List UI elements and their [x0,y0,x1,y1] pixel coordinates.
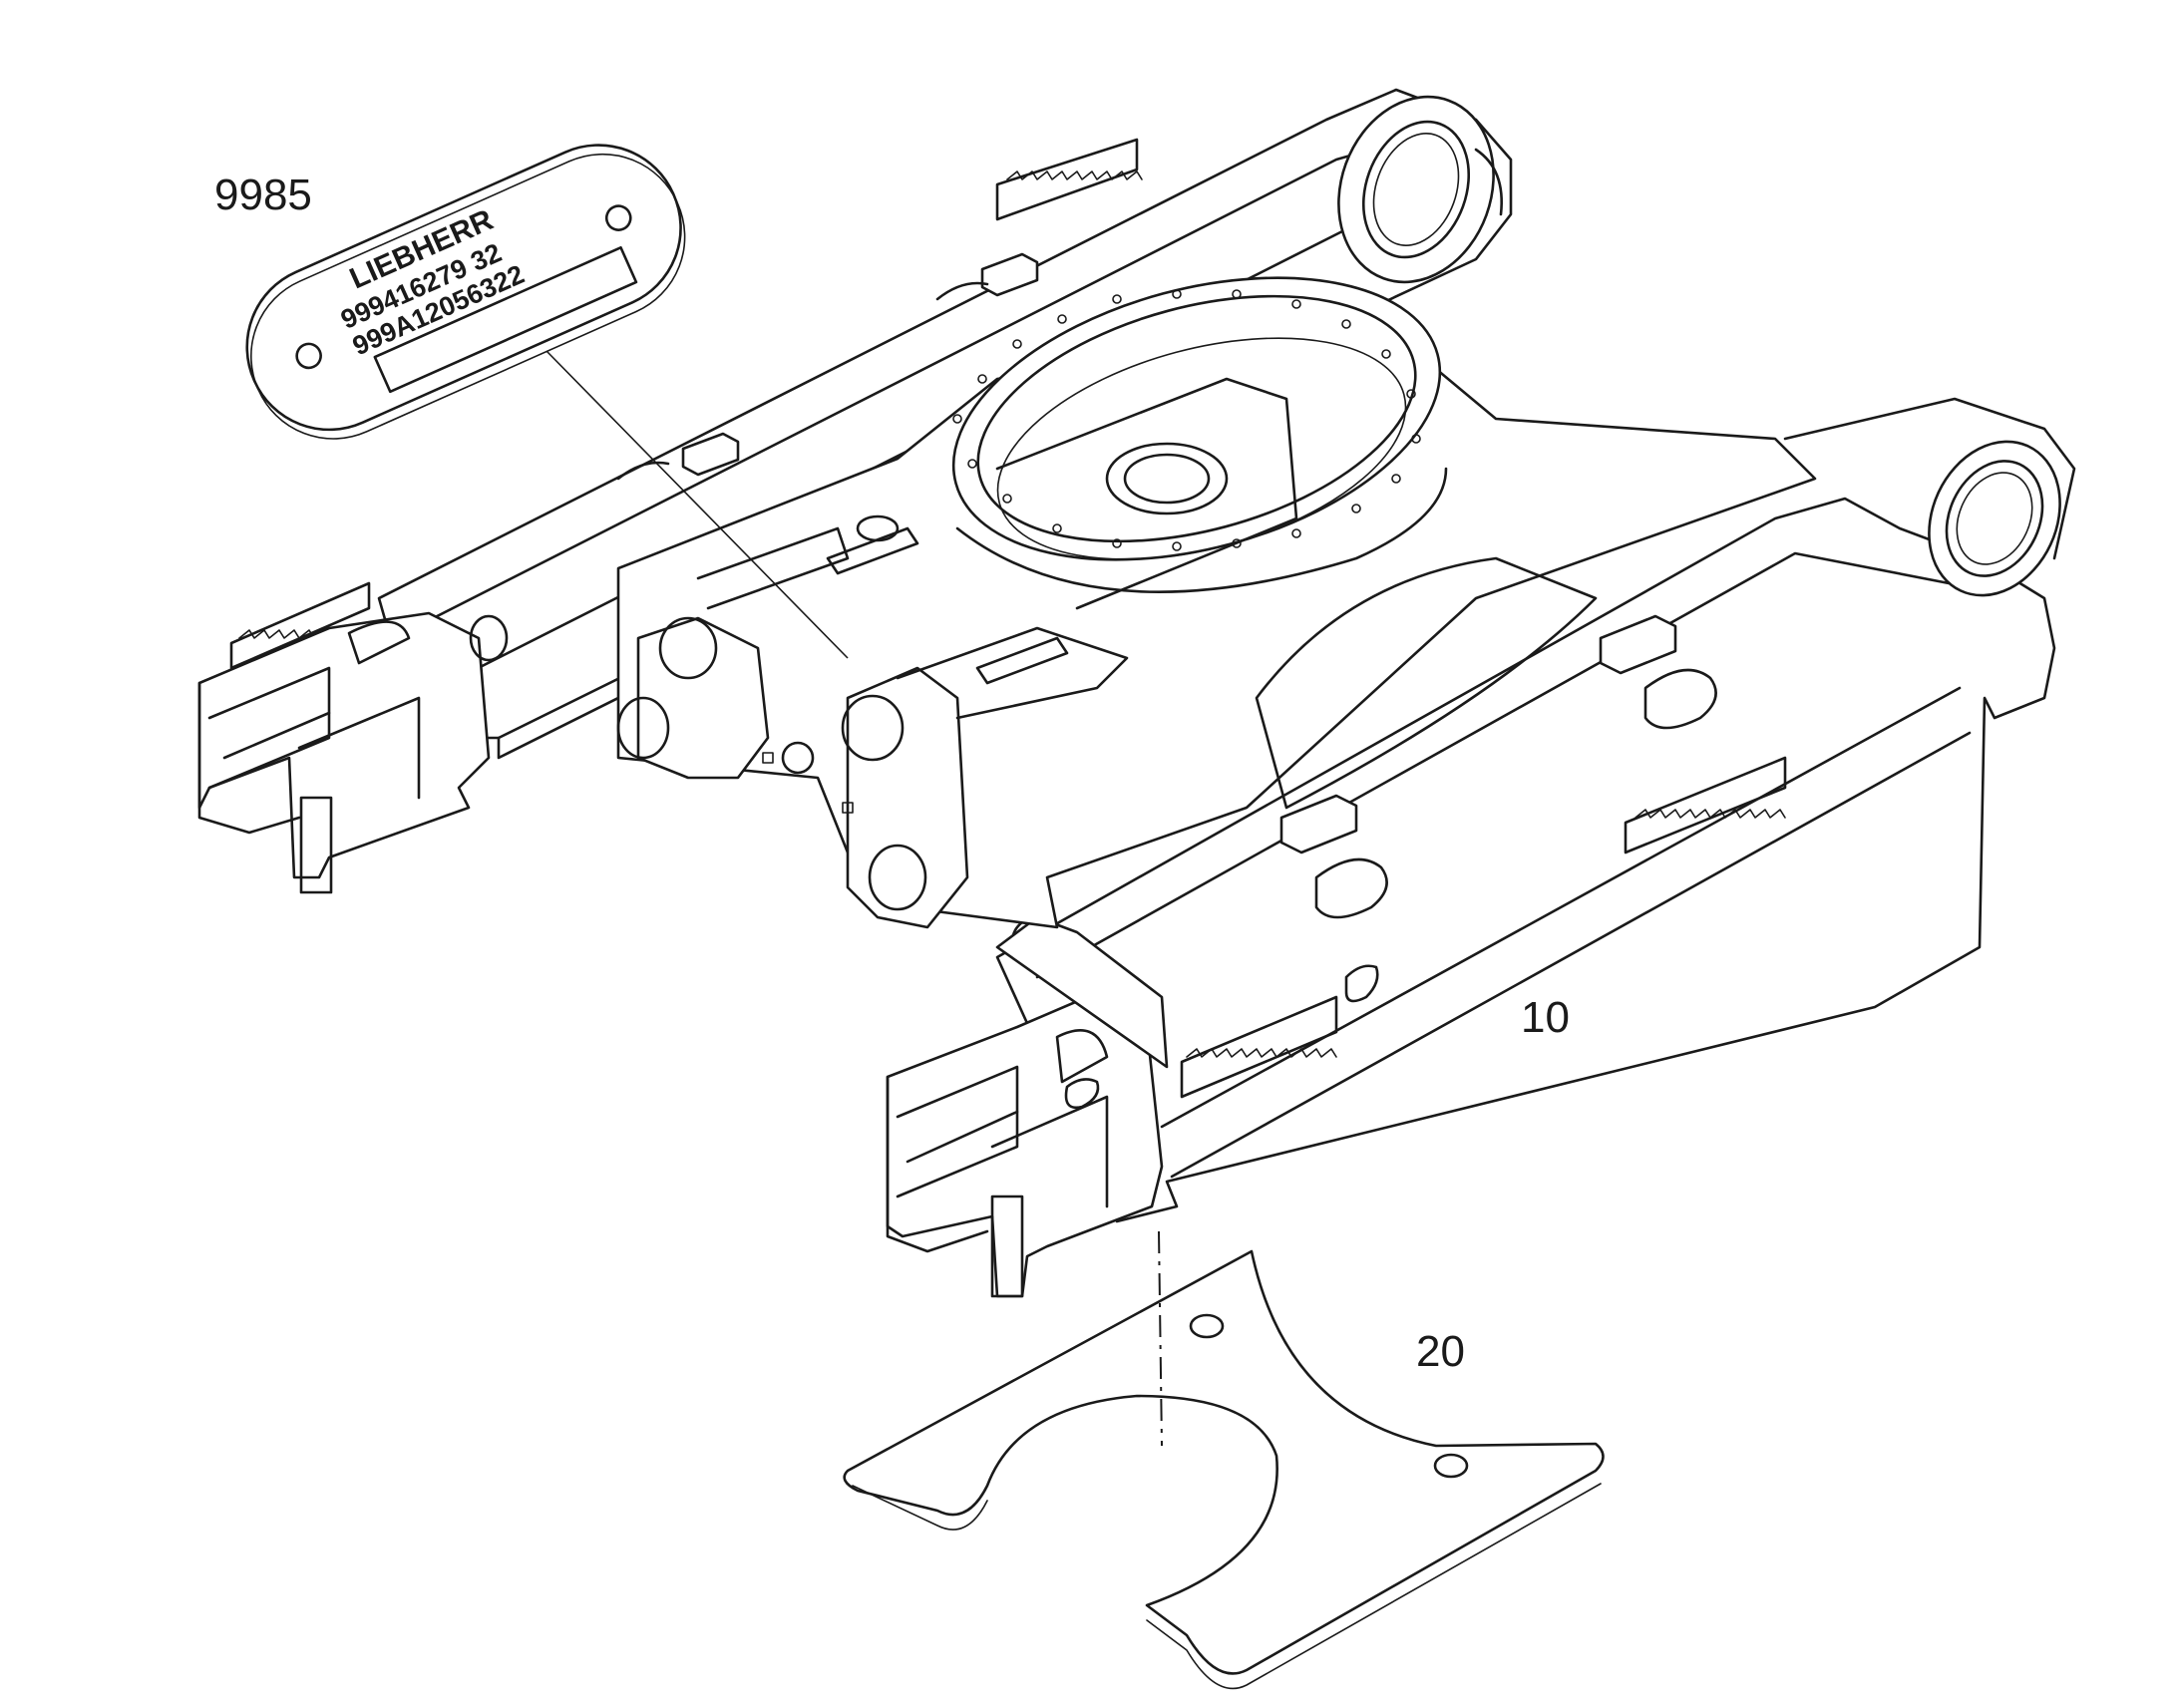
cover-plate [843,1230,1605,1690]
nameplate-leader-line [545,350,849,659]
undercarriage-frame [197,88,2076,1298]
callout-10: 10 [1521,993,1570,1042]
front-left-tensioner [886,915,1169,1298]
callout-9985: 9985 [214,171,312,219]
rear-left-tensioner [197,611,509,894]
callout-20: 20 [1416,1327,1465,1376]
front-track-frame [995,397,2076,1223]
cover-plate-centre-line [1158,1230,1163,1447]
centre-carbody [616,276,1817,929]
